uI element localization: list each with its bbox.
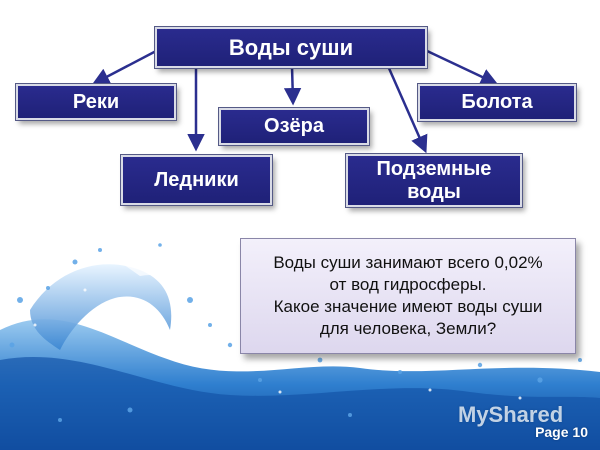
- glaciers-box: Ледники: [120, 154, 273, 206]
- note-line-1: Воды суши занимают всего 0,02%: [273, 252, 543, 272]
- arrow-to-lakes: [283, 65, 302, 106]
- diagram-root-label: Воды суши: [228, 34, 354, 60]
- glaciers-label: Ледники: [154, 168, 239, 191]
- arrow-to-swamps: [424, 48, 499, 85]
- swamps-label: Болота: [461, 91, 533, 113]
- note-line-4: для человека, Земли?: [319, 319, 497, 339]
- groundwater-label-line2: воды: [407, 180, 461, 203]
- swamps-box: Болота: [417, 83, 577, 122]
- lakes-label: Озёра: [264, 115, 324, 137]
- watermark-logo: MyShared: [458, 402, 564, 427]
- groundwater-box: Подземные воды: [345, 153, 523, 208]
- diagram-root-box: Воды суши: [154, 26, 428, 69]
- arrow-to-groundwater: [386, 65, 428, 154]
- note-line-3: Какое значение имеют воды суши: [273, 297, 543, 316]
- arrow-to-rivers: [91, 48, 159, 85]
- lakes-box: Озёра: [218, 107, 370, 146]
- note-line-2: от вод гидросферы.: [329, 274, 487, 294]
- groundwater-label-line1: Подземные: [376, 157, 492, 180]
- page-number: Page 10: [535, 424, 588, 440]
- info-note-box: Воды суши занимают всего 0,02% от вод ги…: [240, 238, 576, 354]
- rivers-label: Реки: [72, 90, 120, 113]
- rivers-box: Реки: [15, 83, 177, 121]
